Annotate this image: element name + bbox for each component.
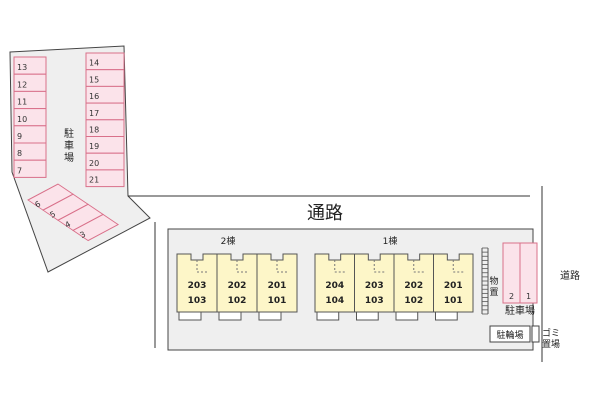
parking-space-number: 8 (17, 149, 22, 158)
parking-space-number: 17 (89, 109, 99, 118)
unit-entrance (258, 311, 282, 321)
parking-space-number: 20 (89, 159, 99, 168)
apartment-unit: 204 104 (314, 253, 355, 321)
parking-right-column: 14 15 16 17 18 19 20 21 (85, 52, 125, 188)
parking-space-number: 21 (89, 176, 99, 185)
building-1: 204 104 203 103 202 102 201 101 (314, 253, 474, 321)
parking-space-number: 4 (63, 220, 72, 230)
unit-number-upper: 203 (365, 281, 384, 291)
parking-right-label: 駐車場 (505, 304, 535, 317)
unit-entrance (316, 311, 340, 321)
parking-space-number: 19 (89, 142, 99, 151)
unit-entrance (395, 311, 419, 321)
apartment-unit: 201 101 (256, 253, 298, 321)
unit-partition-line (276, 260, 289, 273)
unit-number-lower: 102 (404, 296, 423, 306)
parking-space (519, 242, 538, 304)
parking-space-number: 14 (89, 59, 99, 68)
parking-space-number: 10 (17, 115, 27, 124)
parking-space-number: 13 (17, 63, 27, 72)
parking-space (13, 159, 47, 178)
parking-space-number: 7 (17, 166, 22, 175)
apartment-unit: 202 102 (216, 253, 258, 321)
unit-number-lower: 101 (444, 296, 463, 306)
garbage-label-1: ゴミ (542, 327, 560, 339)
apartment-unit: 201 101 (433, 253, 474, 321)
unit-partition-line (236, 260, 249, 273)
parking-space-number: 18 (89, 126, 99, 135)
unit-number-upper: 202 (228, 281, 247, 291)
parking-space-number: 6 (33, 199, 42, 209)
unit-entrance (356, 311, 379, 321)
parking-space (72, 213, 120, 242)
apartment-unit: 202 102 (393, 253, 434, 321)
storage-ladder (481, 247, 489, 315)
garbage-label-2: 置場 (542, 338, 560, 350)
unit-entrance (218, 311, 242, 321)
unit-entrance (178, 311, 202, 321)
unit-partition-line (373, 260, 387, 273)
unit-number-upper: 204 (325, 281, 344, 291)
parking-space-number: 5 (48, 209, 57, 219)
unit-partition-line (334, 260, 347, 273)
road-top-label: 通路 (307, 203, 343, 224)
unit-number-lower: 103 (188, 296, 207, 306)
parking-space-number: 16 (89, 92, 99, 101)
unit-number-upper: 201 (444, 281, 463, 291)
parking-space-number: 3 (78, 230, 87, 240)
parking-space-number: 2 (509, 292, 514, 301)
bike-parking-label: 駐輪場 (496, 329, 523, 341)
parking-left-column: 13 12 11 10 9 8 7 (13, 56, 47, 178)
unit-partition-line (452, 260, 466, 273)
unit-number-lower: 104 (325, 296, 344, 306)
storage-label: 物置 (489, 275, 498, 298)
unit-entrance (435, 311, 458, 321)
unit-number-upper: 201 (268, 281, 287, 291)
building-2: 203 103 202 102 201 101 (176, 253, 298, 321)
parking-space-number: 11 (17, 98, 27, 107)
unit-number-upper: 202 (404, 281, 423, 291)
parking-label: 駐車場 (64, 127, 74, 164)
parking-space-number: 9 (17, 132, 22, 141)
unit-number-upper: 203 (188, 281, 207, 291)
unit-number-lower: 101 (268, 296, 287, 306)
unit-number-lower: 103 (365, 296, 384, 306)
parking-space-number: 12 (17, 80, 27, 89)
building2-label: 2棟 (221, 235, 236, 247)
parking-space (85, 169, 125, 188)
apartment-unit: 203 103 (176, 253, 218, 321)
unit-partition-line (196, 260, 209, 273)
bike-parking-box (489, 325, 531, 343)
road-right-label: 道路 (560, 269, 580, 282)
apartment-unit: 203 103 (354, 253, 395, 321)
parking-space-number: 1 (526, 292, 531, 301)
unit-partition-line (413, 260, 426, 273)
building1-label: 1棟 (383, 235, 398, 247)
parking-space-number: 15 (89, 75, 99, 84)
garbage-box (531, 325, 540, 343)
unit-number-lower: 102 (228, 296, 247, 306)
